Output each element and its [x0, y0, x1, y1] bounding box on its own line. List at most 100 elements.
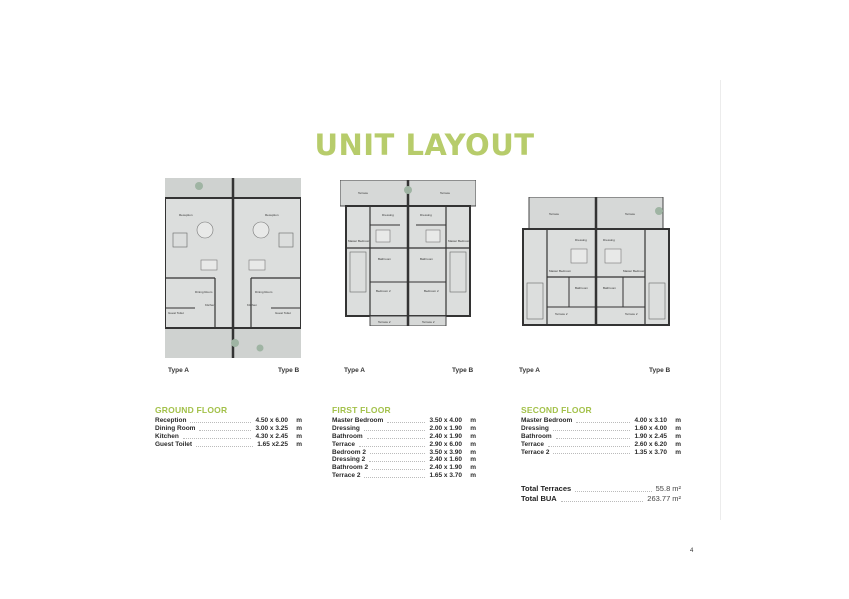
type-a-label: Type A [168, 367, 189, 374]
plan-room-text: Kitchen [205, 303, 215, 307]
dining-table [248, 259, 266, 271]
room-name: Guest Toilet [155, 440, 193, 448]
plan-room-text: Terrace 2 [555, 312, 568, 316]
room-name: Terrace 2 [521, 448, 550, 456]
plan-room-text: Master Bedroom [348, 239, 371, 243]
total-unit: m² [672, 494, 681, 503]
room-name: Dressing 2 [332, 456, 366, 464]
bed-furniture [570, 248, 588, 264]
room-dims: 1.65 x 3.70 [429, 472, 462, 480]
room-dims: 3.00 x 3.25 [255, 424, 288, 432]
total-label: Total Terraces [521, 484, 572, 493]
room-unit: m [296, 416, 302, 424]
total-unit: m² [672, 484, 681, 493]
room-dims: 4.50 x 6.00 [255, 416, 288, 424]
plan-room-text: Reception [265, 213, 279, 217]
plant-icon [231, 339, 239, 347]
plant-icon [655, 207, 663, 215]
plan-room-text: Dressing [382, 213, 394, 217]
plan-room-text: Master Bedroom [623, 269, 646, 273]
second-floor-plan-drawing: Terrace Terrace Dressing Dressing Master… [522, 197, 670, 326]
plan-room-text: Terrace 2 [625, 312, 638, 316]
plant-icon [195, 182, 203, 190]
bed-furniture [604, 248, 622, 264]
room-name: Bathroom 2 [332, 464, 369, 472]
room-dims: 1.90 x 2.45 [634, 432, 667, 440]
type-a-label: Type A [519, 367, 540, 374]
leader-dots [182, 437, 252, 439]
plan-room-text: Kitchen [247, 303, 257, 307]
ground-floor-plan: Reception Reception Dining Room Dining R… [165, 178, 301, 358]
page-title: UNIT LAYOUT [314, 128, 535, 162]
page-edge [720, 80, 721, 520]
leader-dots [552, 429, 631, 431]
total-value: 55.8 [655, 484, 671, 493]
leader-dots [387, 421, 426, 423]
plan-room-text: Bathroom [378, 257, 392, 261]
bed-furniture [425, 229, 441, 243]
stair-void [449, 251, 467, 293]
total-value: 263.77 [647, 494, 671, 503]
room-unit: m [470, 416, 476, 424]
room-unit: m [470, 424, 476, 432]
first-floor-plan: Terrace Terrace Dressing Dressing Master… [340, 180, 476, 326]
room-dims: 2.40 x 1.90 [429, 464, 462, 472]
room-dims: 4.00 x 3.10 [634, 416, 667, 424]
room-unit: m [675, 416, 681, 424]
plan-room-text: Bedroom 2 [424, 289, 439, 293]
room-dims: 3.50 x 4.00 [429, 416, 462, 424]
room-row: Reception 4.50 x 6.00 m [155, 417, 302, 425]
plant-icon [256, 344, 264, 352]
leader-dots [196, 445, 254, 447]
room-name: Dressing [521, 424, 549, 432]
leader-dots [560, 501, 644, 502]
room-unit: m [296, 424, 302, 432]
ground-floor-plan-drawing: Reception Reception Dining Room Dining R… [165, 178, 301, 358]
plan-room-text: Dressing [420, 213, 432, 217]
room-row: Bathroom 2 2.40 x 1.90 m [332, 464, 476, 472]
stair-void [278, 232, 294, 248]
plan-room-text: Dining Room [255, 290, 273, 294]
plan-room-text: Dining Room [195, 290, 213, 294]
leader-dots [369, 461, 426, 463]
stair-void [526, 282, 544, 320]
room-dims: 2.90 x 6.00 [429, 440, 462, 448]
plan-room-text: Terrace [549, 212, 559, 216]
leader-dots [575, 491, 652, 492]
room-row: Master Bedroom 4.00 x 3.10 m [521, 417, 681, 425]
room-dims: 1.60 x 4.00 [634, 424, 667, 432]
total-label: Total BUA [521, 494, 557, 503]
room-dims: 2.60 x 6.20 [634, 440, 667, 448]
leader-dots [372, 469, 426, 471]
room-unit: m [296, 432, 302, 440]
plan-room-text: Terrace 2 [378, 320, 391, 324]
plan-room-text: Terrace [440, 191, 450, 195]
type-b-label: Type B [452, 367, 474, 374]
leader-dots [555, 437, 631, 439]
room-name: Reception [155, 416, 187, 424]
room-unit: m [470, 432, 476, 440]
plan-room-text: Guest Toilet [168, 311, 184, 315]
leader-dots [364, 477, 426, 479]
room-name: Bathroom [521, 432, 552, 440]
room-name: Master Bedroom [521, 416, 573, 424]
plan-room-text: Master Bedroom [549, 269, 572, 273]
leader-dots [576, 421, 631, 423]
stair-void [648, 282, 666, 320]
room-name: Terrace [332, 440, 356, 448]
room-unit: m [470, 464, 476, 472]
room-name: Kitchen [155, 432, 179, 440]
type-b-label: Type B [278, 367, 300, 374]
room-unit: m [470, 448, 476, 456]
dining-table [200, 259, 218, 271]
table-furniture [196, 221, 214, 239]
